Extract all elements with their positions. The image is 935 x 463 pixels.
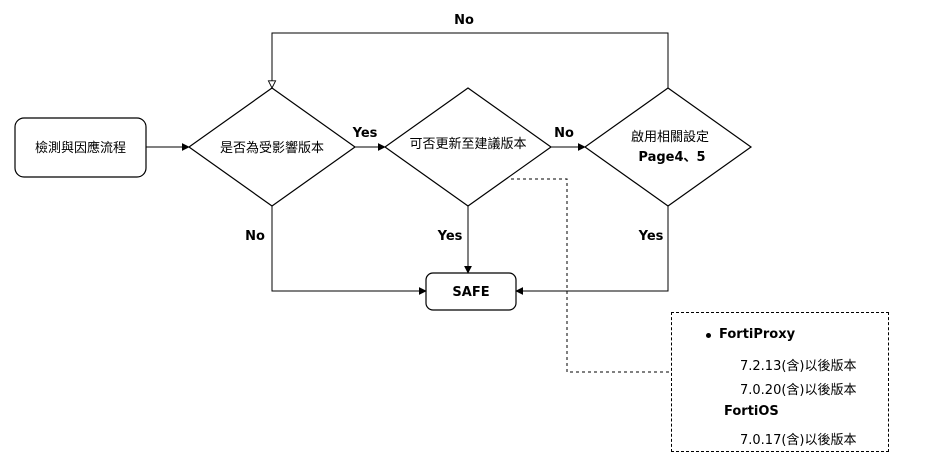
edge-label-update-yes: Yes (437, 229, 463, 244)
decision-settings-label-line2: Page4、5 (638, 150, 705, 165)
fortios-version-1: 7.0.17(含)以後版本 (740, 433, 857, 448)
bullet-icon (706, 333, 711, 338)
edge-settings-no-loop (272, 32, 669, 88)
edge-settings-yes (515, 206, 669, 295)
version-note: FortiProxy 7.2.13(含)以後版本 7.0.20(含)以後版本 F… (671, 312, 889, 452)
edge-label-affected-yes: Yes (352, 126, 378, 141)
fortiproxy-version-1: 7.2.13(含)以後版本 (740, 359, 857, 374)
edge-label-settings-no: No (454, 13, 474, 28)
start-node-label: 檢測與因應流程 (35, 140, 126, 156)
decision-settings-label-line1: 啟用相關設定 (631, 129, 709, 145)
edge-label-update-no: No (554, 126, 574, 141)
fortiproxy-version-2: 7.0.20(含)以後版本 (740, 383, 857, 398)
safe-node-label: SAFE (452, 285, 489, 300)
edge-label-affected-no: No (245, 229, 265, 244)
edge-affected-no (271, 206, 427, 295)
decision-affected-label: 是否為受影響版本 (220, 140, 324, 156)
product-name-fortios: FortiOS (724, 404, 779, 419)
edge-label-settings-yes: Yes (638, 229, 664, 244)
decision-update-label: 可否更新至建議版本 (409, 136, 526, 152)
product-name-fortiproxy: FortiProxy (719, 327, 796, 342)
note-connector (511, 178, 671, 373)
decision-enable-settings (583, 87, 753, 207)
